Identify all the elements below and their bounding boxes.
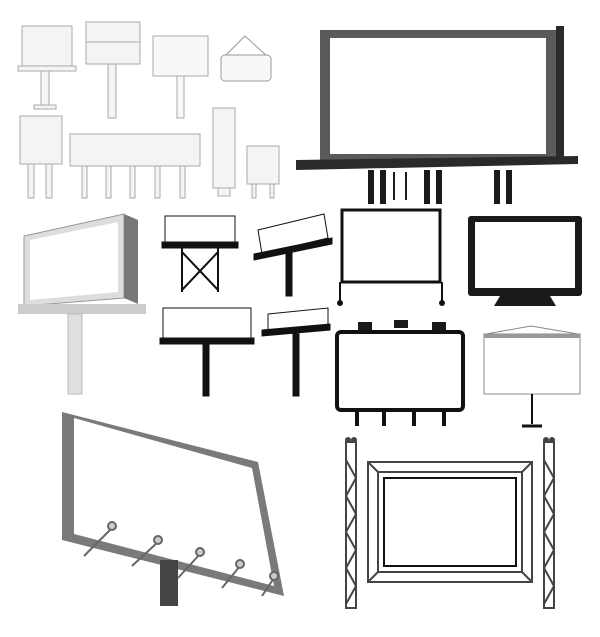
black-billboard-4 bbox=[261, 307, 331, 397]
large-billboard-dark bbox=[296, 26, 578, 204]
perspective-billboard bbox=[62, 412, 284, 606]
small-billboard-4 bbox=[19, 115, 63, 199]
black-billboard-1 bbox=[161, 215, 239, 292]
whiteboard-stand bbox=[337, 208, 445, 306]
billboard-3d-gray bbox=[18, 213, 146, 395]
small-billboard-1 bbox=[17, 25, 77, 110]
black-billboard-3 bbox=[159, 307, 255, 397]
small-billboard-3 bbox=[152, 35, 209, 119]
tall-sign bbox=[212, 107, 236, 197]
wide-billboard bbox=[69, 133, 201, 199]
flat-screen-monitor bbox=[468, 216, 582, 306]
projector-screen bbox=[483, 325, 581, 428]
truss-frame-display bbox=[344, 437, 556, 609]
hanging-sign bbox=[220, 35, 272, 82]
black-billboard-2 bbox=[253, 213, 333, 297]
lit-billboard bbox=[335, 320, 465, 426]
small-billboard-5 bbox=[246, 145, 280, 199]
small-billboard-2 bbox=[85, 21, 141, 119]
